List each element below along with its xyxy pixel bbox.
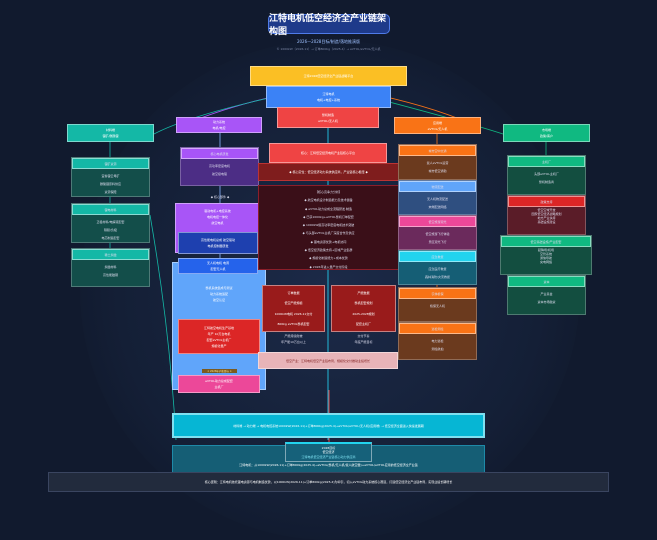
- left-head: 材料端锂矿/碳酸锂: [67, 124, 154, 142]
- meta-line: © 1000kW（2026.11）→ 订单800kg（2025.4）→ eVTO…: [276, 47, 381, 51]
- capacity-badge: ✦ 2026年产能目标 ✦: [202, 369, 237, 373]
- title-box: 江特电机低空经济全产业链架构图: [268, 14, 390, 37]
- chain-banner: 材料端 → 动力端 → 电机电控系统1000kW(2026.11)+订单800k…: [172, 413, 485, 438]
- midleft-head: 动力系统电机/电控: [176, 117, 262, 133]
- center-banner: ◆ 核心定位：低空经济动力系统供应商，产业链核心枢纽 ◆: [258, 163, 399, 181]
- right-card-inspection: 巡检测绘电力巡检测绘航拍: [398, 322, 477, 360]
- left-card-lithium: 锂矿资源宜春锂云母矿碳酸锂原料供应资源保障: [71, 157, 150, 197]
- right-card-rescue: 应急救援应急医疗救援森林消防/灾害救援: [398, 250, 477, 285]
- drone-motor-box: 无人机电机 电调配套无人机: [178, 258, 258, 274]
- platform-box: 江特2026低空经济全产业链战略平台: [250, 66, 407, 86]
- right-card-uam: 城市空中交通载人eVTOL运营城市低空通勤: [398, 144, 477, 180]
- motor-assembly-box: 高性能电机总成 航空驱动电机控制器研发: [178, 232, 258, 254]
- right-card-tourism: 低空旅游观光低空旅游飞行体验景区观光飞行: [398, 215, 477, 250]
- competitiveness-list: 【核心竞争力分析】 ◆ 航空电机设计制造能力及技术储备◆ eVTOL动力总成全流…: [258, 185, 399, 270]
- footer-note: 核心逻辑：江特电机依托锂电资源与电机制造优势，以1000kW(2026.11)+…: [48, 472, 609, 492]
- right-card-agri: 农林植保植保无人机: [398, 287, 477, 322]
- powertrain-box: eVTOL动力总成配套主机厂: [178, 375, 260, 393]
- farright-head: 市场端政策/客户: [503, 124, 590, 142]
- fr-card-oem: 主机厂头部eVTOL主机厂整机制造商: [507, 155, 586, 195]
- core-box: 江特电机电机+电控+系统: [266, 86, 391, 108]
- right-card-logistics: 物流配送无人机物流配送末端配送网络: [398, 180, 477, 215]
- left-card-battery: 锂电材料正极材料/电解液配套隔膜/负极电芯制造配套: [71, 203, 150, 243]
- left-card-magnet: 稀土永磁永磁材料高性能磁钢: [71, 248, 150, 287]
- order-note: 产能持续爬坡年产能10万台以上: [281, 334, 306, 344]
- section-label: ◆ 核心部件 ◆: [210, 195, 230, 199]
- industry-banner: 低空产业：江特电机低空产业链布局，规模化交付推动业绩增长: [258, 352, 398, 369]
- fr-card-policy: 政策支持低空空域开放国家低空经济战略规划地方产业扶持基础设施建设: [507, 195, 586, 235]
- fr-card-capital: 资本产业基金资本市场融资: [507, 275, 586, 315]
- motor-rnd-card: 核心电机研发高功率密度电机航空级电驱: [180, 147, 259, 186]
- subtitle: 2026—2028目标/制造/落地推演版: [296, 39, 361, 44]
- production-base-box: 江特航空电机生产基地年产 10万台电机配套eVTOL主机厂规模化量产: [178, 319, 260, 354]
- fr-card-infra: 低空基础设施/产业配套起降场/机场空管系统通信导航充电网络: [500, 235, 592, 275]
- capacity-note: 交付节奏年度产能目标: [354, 334, 373, 344]
- center-header: 核心：江特低空经济电机产业链核心平台: [269, 143, 387, 163]
- target-box: 2028目标低空经济江特电机低空经济产业链核心动力供应商: [285, 442, 372, 462]
